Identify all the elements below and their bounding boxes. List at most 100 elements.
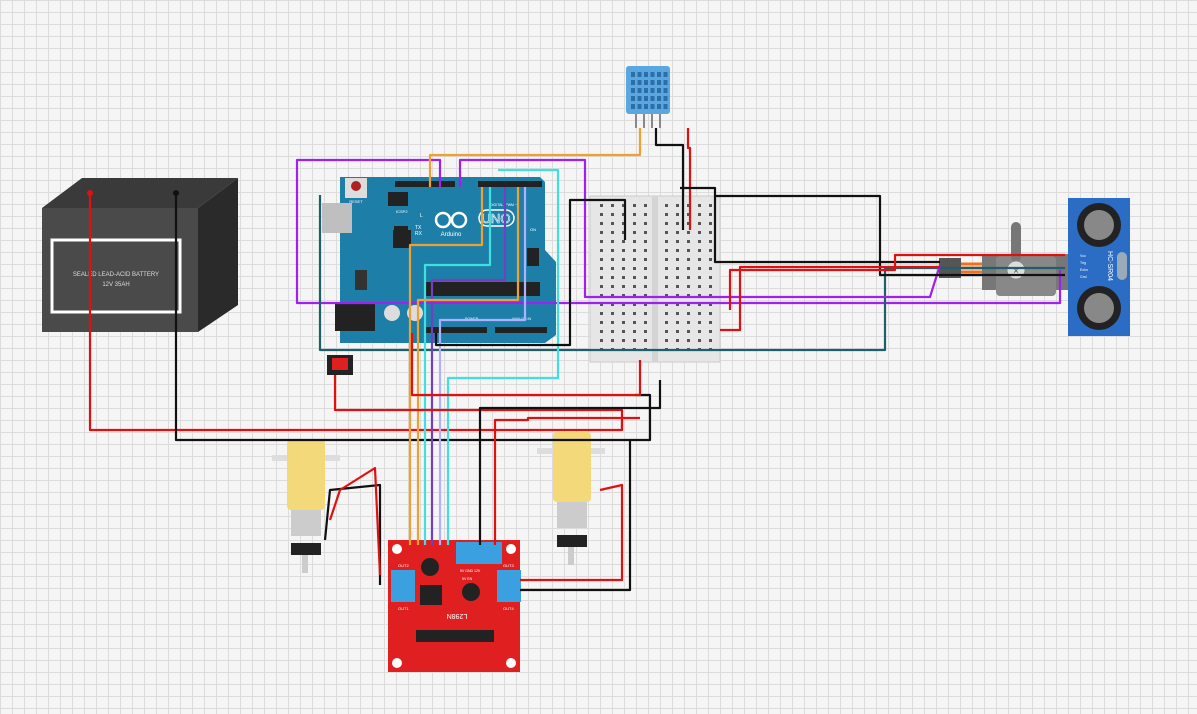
breadboard-hole[interactable] [676,330,679,333]
breadboard-hole[interactable] [665,222,668,225]
breadboard-hole[interactable] [600,222,603,225]
breadboard-hole[interactable] [665,285,668,288]
breadboard-hole[interactable] [665,204,668,207]
breadboard-hole[interactable] [698,339,701,342]
breadboard-hole[interactable] [611,330,614,333]
breadboard-hole[interactable] [665,258,668,261]
breadboard-hole[interactable] [611,240,614,243]
breadboard-hole[interactable] [633,294,636,297]
breadboard-hole[interactable] [600,285,603,288]
breadboard-hole[interactable] [698,294,701,297]
breadboard-hole[interactable] [611,312,614,315]
breadboard-hole[interactable] [600,204,603,207]
breadboard-hole[interactable] [633,213,636,216]
servo-motor[interactable]: × [939,222,1074,296]
power-switch[interactable] [327,355,353,375]
breadboard-hole[interactable] [676,240,679,243]
breadboard-hole[interactable] [698,267,701,270]
breadboard-hole[interactable] [709,321,712,324]
breadboard-hole[interactable] [698,222,701,225]
breadboard-hole[interactable] [633,231,636,234]
breadboard-hole[interactable] [644,339,647,342]
breadboard-hole[interactable] [665,303,668,306]
breadboard-hole[interactable] [709,204,712,207]
breadboard-hole[interactable] [698,303,701,306]
breadboard-hole[interactable] [698,204,701,207]
breadboard-hole[interactable] [687,258,690,261]
breadboard-hole[interactable] [633,222,636,225]
breadboard-hole[interactable] [600,330,603,333]
dc-motor-left[interactable] [272,440,340,573]
breadboard-hole[interactable] [687,330,690,333]
breadboard-hole[interactable] [622,258,625,261]
breadboard-hole[interactable] [644,267,647,270]
breadboard-hole[interactable] [611,258,614,261]
breadboard-hole[interactable] [611,267,614,270]
breadboard-hole[interactable] [676,204,679,207]
analog-header[interactable] [495,327,547,333]
breadboard-hole[interactable] [644,321,647,324]
breadboard-hole[interactable] [633,303,636,306]
breadboard-hole[interactable] [687,204,690,207]
breadboard-hole[interactable] [698,240,701,243]
breadboard-hole[interactable] [622,267,625,270]
breadboard-hole[interactable] [600,258,603,261]
breadboard-hole[interactable] [633,204,636,207]
breadboard-hole[interactable] [611,231,614,234]
breadboard-hole[interactable] [644,294,647,297]
breadboard-hole[interactable] [622,213,625,216]
breadboard-hole[interactable] [665,330,668,333]
breadboard-hole[interactable] [676,258,679,261]
breadboard-hole[interactable] [676,267,679,270]
breadboard-hole[interactable] [644,231,647,234]
breadboard-hole[interactable] [676,222,679,225]
power-terminal[interactable] [456,542,502,564]
breadboard-hole[interactable] [644,276,647,279]
breadboard-hole[interactable] [633,249,636,252]
pin-echo[interactable]: Echo [1080,268,1088,272]
breadboard-hole[interactable] [644,222,647,225]
breadboard-hole[interactable] [622,285,625,288]
breadboard-hole[interactable] [633,258,636,261]
breadboard-hole[interactable] [633,276,636,279]
breadboard-hole[interactable] [633,339,636,342]
breadboard-hole[interactable] [611,222,614,225]
breadboard-hole[interactable] [676,249,679,252]
breadboard-hole[interactable] [611,339,614,342]
breadboard-hole[interactable] [611,321,614,324]
breadboard-hole[interactable] [633,267,636,270]
breadboard-hole[interactable] [622,321,625,324]
breadboard-hole[interactable] [698,285,701,288]
breadboard-hole[interactable] [611,213,614,216]
breadboard-hole[interactable] [676,231,679,234]
digital-header-left[interactable] [395,181,455,187]
breadboard-hole[interactable] [665,240,668,243]
breadboard-hole[interactable] [600,213,603,216]
breadboard-hole[interactable] [600,294,603,297]
breadboard-hole[interactable] [709,339,712,342]
breadboard-hole[interactable] [687,339,690,342]
pin-gnd[interactable]: Gnd [1080,275,1087,279]
pin-trig[interactable]: Trig [1080,261,1086,265]
ultrasonic-sensor[interactable]: HC-SR04 Vcc Trig Echo Gnd [1068,198,1130,336]
arduino-uno[interactable]: RESET ICSP2 L TX RX Arduino UNO DIGITAL … [322,177,556,343]
breadboard-hole[interactable] [600,267,603,270]
breadboard-hole[interactable] [676,303,679,306]
breadboard-hole[interactable] [611,204,614,207]
breadboard-hole[interactable] [709,276,712,279]
breadboard-hole[interactable] [687,267,690,270]
breadboard-hole[interactable] [687,222,690,225]
breadboard-hole[interactable] [600,240,603,243]
breadboard-hole[interactable] [698,330,701,333]
breadboard-hole[interactable] [709,312,712,315]
breadboard-hole[interactable] [644,204,647,207]
breadboard-hole[interactable] [622,312,625,315]
breadboard-hole[interactable] [600,321,603,324]
breadboard-hole[interactable] [665,267,668,270]
breadboard-hole[interactable] [622,339,625,342]
breadboard-hole[interactable] [600,303,603,306]
breadboard-hole[interactable] [698,249,701,252]
breadboard-hole[interactable] [665,276,668,279]
breadboard[interactable] [589,195,721,363]
breadboard-hole[interactable] [709,231,712,234]
